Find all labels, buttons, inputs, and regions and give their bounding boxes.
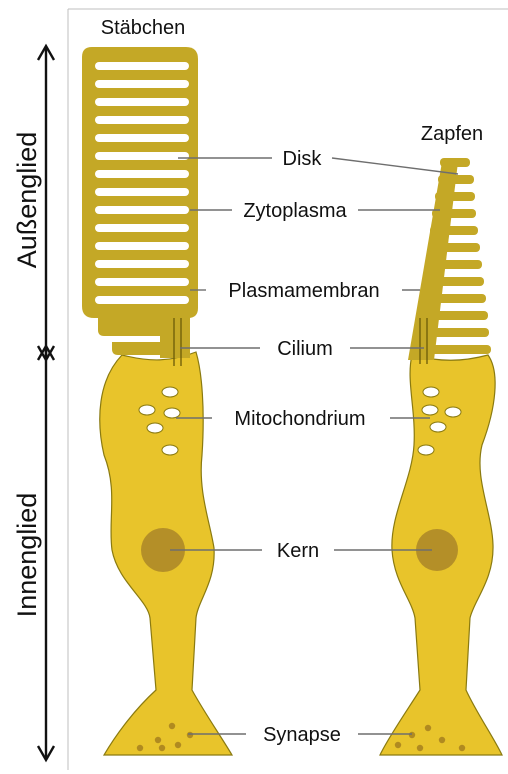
cone-lamella: [440, 158, 470, 167]
vesicle: [409, 732, 415, 738]
mitochondrion: [430, 422, 446, 432]
cone-lamella: [418, 311, 488, 320]
plasma-membrane-label: Plasmamembran: [228, 280, 379, 302]
cone-cell: [380, 158, 502, 755]
cone-lamella: [430, 226, 478, 235]
mitochondrion: [418, 445, 434, 455]
vesicle: [417, 745, 423, 751]
rod-disk: [95, 170, 189, 178]
mitochondrion: [139, 405, 155, 415]
vesicle: [459, 745, 465, 751]
cone-lamella: [423, 277, 484, 286]
vesicle: [175, 742, 181, 748]
rod-disk: [95, 242, 189, 250]
rod-disk: [95, 98, 189, 106]
vesicle: [169, 723, 175, 729]
vesicle: [187, 732, 193, 738]
mitochondrion-label: Mitochondrium: [234, 408, 365, 430]
cone-label: Zapfen: [421, 123, 483, 145]
outer-segment-label: Außenglied: [12, 132, 42, 269]
cone-lamella: [438, 175, 474, 184]
cytoplasm-label: Zytoplasma: [243, 200, 347, 222]
rod-disk: [95, 224, 189, 232]
rod-disk: [95, 278, 189, 286]
rod-disk: [95, 260, 189, 268]
vesicle: [137, 745, 143, 751]
rod-disk: [95, 296, 189, 304]
rod-disk: [95, 116, 189, 124]
vesicle: [425, 725, 431, 731]
mitochondrion: [162, 445, 178, 455]
synapse-label: Synapse: [263, 724, 341, 746]
cone-lamella: [412, 345, 491, 354]
rod-disk: [95, 152, 189, 160]
rod-disk: [95, 188, 189, 196]
vesicle: [395, 742, 401, 748]
disk-label: Disk: [283, 148, 323, 170]
cone-lamella: [428, 243, 480, 252]
rod-disk: [95, 206, 189, 214]
inner-segment-label: Innenglied: [12, 493, 42, 618]
vesicle: [155, 737, 161, 743]
mitochondrion: [164, 408, 180, 418]
mitochondrion: [147, 423, 163, 433]
cilium-label: Cilium: [277, 338, 333, 360]
rod-disk: [95, 134, 189, 142]
rod-label: Stäbchen: [101, 17, 186, 39]
mitochondrion: [422, 405, 438, 415]
mitochondrion: [423, 387, 439, 397]
cone-lamella: [415, 328, 489, 337]
mitochondrion: [445, 407, 461, 417]
vesicle: [159, 745, 165, 751]
rod-flange-top: [98, 318, 175, 336]
disk-leader-right: [332, 158, 458, 174]
cone-lamella: [420, 294, 486, 303]
rod-disk: [95, 80, 189, 88]
rod-flange-bottom: [112, 342, 175, 355]
vesicle: [439, 737, 445, 743]
cone-lamella: [435, 192, 475, 201]
mitochondrion: [162, 387, 178, 397]
rod-cell: [82, 47, 232, 755]
rod-disk: [95, 62, 189, 70]
nucleus-label: Kern: [277, 540, 319, 562]
cone-lamella: [425, 260, 482, 269]
